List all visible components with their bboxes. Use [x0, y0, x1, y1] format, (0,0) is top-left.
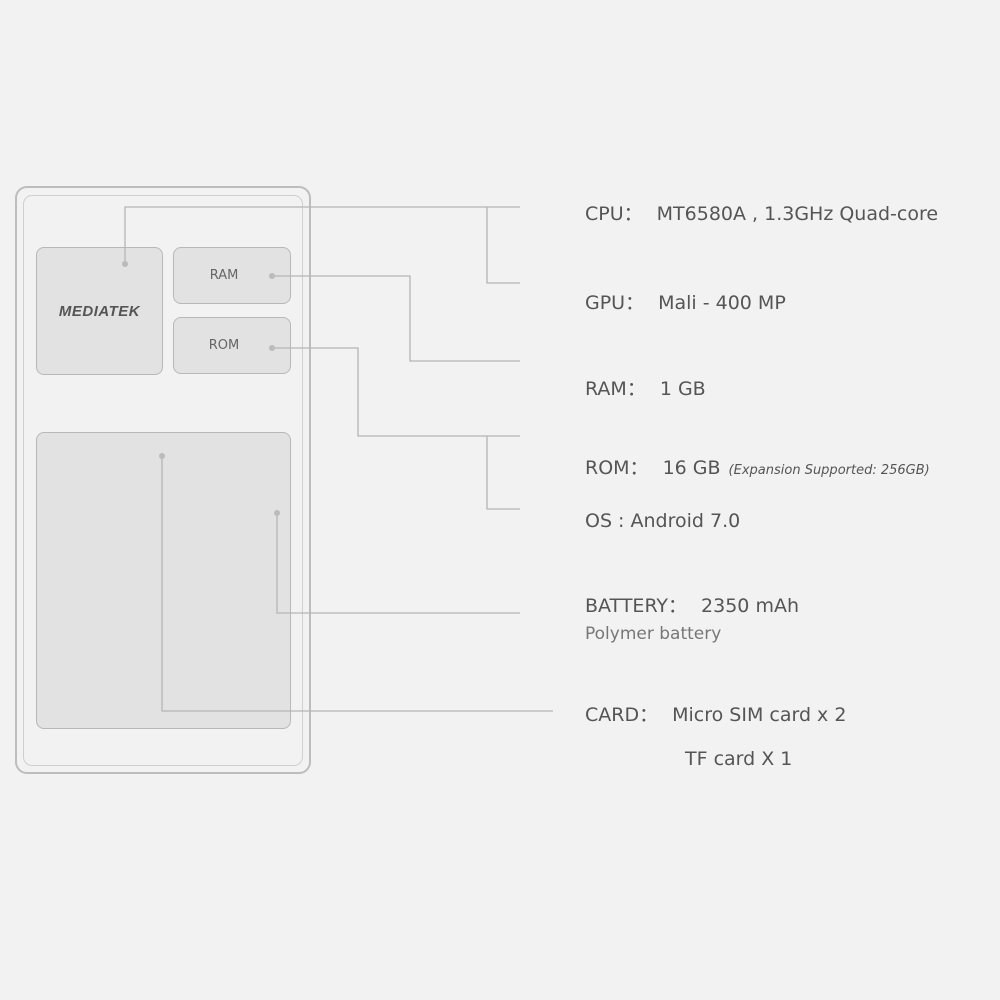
soc-chip: MEDIATEK [36, 247, 163, 375]
rom-dot [269, 345, 275, 351]
cpu-label: CPU： [585, 203, 643, 225]
phone-outline [15, 186, 311, 774]
spec-card: CARD： Micro SIM card x 2 [585, 700, 846, 727]
battery-label: BATTERY： [585, 595, 688, 617]
spec-rom: ROM： 16 GB (Expansion Supported: 256GB) [585, 453, 930, 480]
ram-connector [272, 275, 520, 362]
cpu-value: MT6580A , 1.3GHz Quad-core [656, 203, 939, 225]
spec-cpu: CPU： MT6580A , 1.3GHz Quad-core [585, 199, 938, 226]
rom-connector [272, 347, 520, 437]
battery-sub: Polymer battery [585, 624, 722, 644]
spec-gpu: GPU： Mali - 400 MP [585, 288, 786, 315]
ram-dot [269, 273, 275, 279]
rom-note: (Expansion Supported: 256GB) [728, 463, 930, 478]
rom-chip: ROM [173, 317, 291, 374]
spec-os: OS : Android 7.0 [585, 510, 741, 532]
spec-ram: RAM： 1 GB [585, 374, 706, 401]
card-value: Micro SIM card x 2 [672, 704, 847, 726]
os-connector [486, 436, 520, 510]
rom-chip-label: ROM [208, 338, 240, 353]
battery-dot [274, 510, 280, 516]
mediatek-logo: MEDIATEK [58, 302, 141, 320]
cpu-connector [124, 206, 520, 263]
card-label: CARD： [585, 704, 659, 726]
cpu-dot [122, 261, 128, 267]
card-connector [161, 456, 553, 712]
card-dot [159, 453, 165, 459]
battery-block [36, 432, 291, 729]
gpu-connector [486, 207, 520, 284]
rom-value: 16 GB [662, 457, 721, 479]
gpu-label: GPU： [585, 292, 645, 314]
rom-label: ROM： [585, 457, 649, 479]
ram-label: RAM： [585, 378, 646, 400]
ram-value: 1 GB [659, 378, 706, 400]
card-sub: TF card X 1 [685, 748, 793, 770]
phone-inner-outline [23, 195, 303, 766]
battery-value: 2350 mAh [701, 595, 799, 617]
ram-chip-label: RAM [209, 268, 239, 283]
gpu-value: Mali - 400 MP [658, 292, 786, 314]
spec-battery: BATTERY： 2350 mAh [585, 591, 799, 618]
battery-connector [276, 513, 520, 614]
